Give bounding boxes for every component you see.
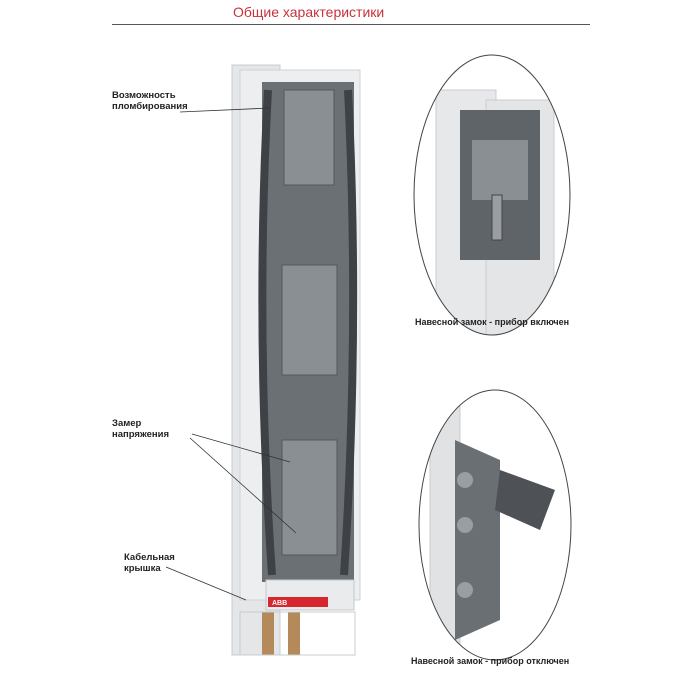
leader-line-cable <box>165 566 247 601</box>
label-cable-line2: крышка <box>124 563 161 574</box>
title-divider <box>112 24 590 25</box>
page-title: Общие характеристики <box>233 4 385 20</box>
abb-logo: ABB <box>272 600 287 607</box>
label-cable-line1: Кабельная <box>124 552 175 563</box>
label-voltage-line1: Замер <box>112 418 142 429</box>
leader-line-voltage-1 <box>191 433 291 463</box>
leader-line-voltage-2 <box>189 437 297 534</box>
detail-padlock-off <box>418 389 572 661</box>
caption-padlock-off: Навесной замок - прибор отключен <box>411 656 570 666</box>
caption-padlock-on: Навесной замок - прибор включен <box>415 317 570 327</box>
label-cable-cover: Кабельная крышка <box>124 552 175 574</box>
label-sealing-line2: пломбирования <box>112 101 188 112</box>
fuse-switch-main: ABB <box>231 64 361 656</box>
label-sealing: Возможность пломбирования <box>112 90 188 112</box>
label-voltage: Замер напряжения <box>112 418 169 440</box>
leader-line-sealing <box>179 107 271 113</box>
detail-padlock-on <box>413 54 571 336</box>
label-voltage-line2: напряжения <box>112 429 169 440</box>
label-sealing-line1: Возможность <box>112 90 176 101</box>
